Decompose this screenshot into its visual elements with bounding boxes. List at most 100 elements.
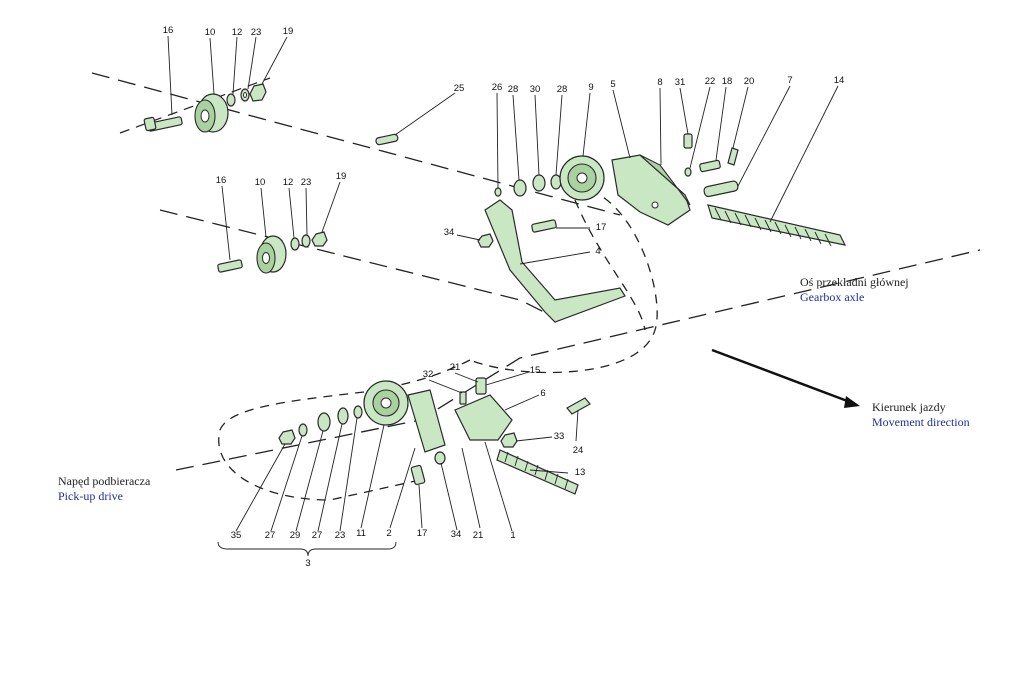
label-28: 28	[508, 84, 519, 95]
label-35: 35	[231, 530, 242, 541]
part-labels-top1: 16 10 12 23 19	[163, 25, 294, 38]
label-32: 32	[423, 369, 434, 380]
label-33: 33	[554, 431, 565, 442]
pin-24	[566, 397, 591, 415]
part-labels-upper: 25 26 28 30 28 9 5 8 31 22 18 20 7 14 34…	[444, 75, 845, 257]
pin-20	[727, 147, 739, 166]
label-8: 8	[657, 77, 662, 88]
label-23: 23	[251, 27, 262, 38]
label-12: 12	[283, 177, 294, 188]
washer-12-mid	[290, 237, 300, 251]
bolt-17-upper	[531, 219, 557, 233]
label-21-lower: 21	[473, 530, 484, 541]
label-20: 20	[744, 76, 755, 87]
label-26: 26	[492, 82, 503, 93]
label-12: 12	[232, 27, 243, 38]
label-3-assembly: 3	[305, 558, 310, 569]
bracket-4	[484, 199, 626, 323]
label-23: 23	[301, 177, 312, 188]
label-27-b: 27	[312, 530, 323, 541]
label-28: 28	[557, 84, 568, 95]
label-16: 16	[163, 25, 174, 36]
movement-direction-arrow	[711, 348, 860, 408]
ring-26	[494, 187, 502, 197]
spring-13	[496, 449, 579, 495]
label-10: 10	[255, 177, 266, 188]
washer-12-top	[226, 93, 236, 107]
caption-movement-direction: Kierunek jazdy Movement direction	[872, 400, 970, 429]
label-7: 7	[787, 75, 792, 86]
label-18: 18	[722, 76, 733, 87]
bolt-31	[683, 133, 693, 149]
top-hub-assembly-2	[217, 231, 328, 274]
washer-23-mid	[301, 234, 311, 248]
label-14: 14	[834, 75, 845, 86]
label-17: 17	[596, 222, 607, 233]
label-6: 6	[540, 388, 545, 399]
bolt-16-mid	[217, 259, 243, 273]
label-27-a: 27	[265, 530, 276, 541]
washer-23-lower	[353, 405, 363, 419]
lower-sprocket-assembly	[278, 377, 591, 495]
label-22: 22	[705, 76, 716, 87]
caption-gearbox-en: Gearbox axle	[800, 290, 864, 304]
nut-19-mid	[311, 231, 328, 247]
label-17-lower: 17	[417, 528, 428, 539]
label-34-lower: 34	[451, 529, 462, 540]
label-31: 31	[675, 77, 686, 88]
bolt-17-lower	[410, 464, 426, 486]
bearing-30	[532, 174, 546, 192]
caption-direction-en: Movement direction	[872, 415, 970, 429]
label-9: 9	[588, 82, 593, 93]
caption-pickup-en: Pick-up drive	[58, 489, 123, 503]
bolt-15	[475, 377, 487, 395]
bolt-32	[459, 391, 467, 405]
caption-pickup-drive: Napęd podbieracza Pick-up drive	[58, 474, 151, 503]
nut-34-upper	[477, 233, 494, 248]
tensioner-1	[454, 394, 513, 441]
caption-gearbox-pl: Oś przekładni głównej	[800, 275, 909, 289]
label-34: 34	[444, 227, 455, 238]
washer-27-b	[337, 407, 349, 425]
label-13: 13	[575, 467, 586, 478]
bearing-29	[317, 412, 331, 432]
upper-sprocket-assembly	[477, 133, 847, 323]
label-25: 25	[454, 83, 465, 94]
label-29: 29	[290, 530, 301, 541]
bearing-28-a	[513, 179, 527, 197]
caption-gearbox-axle: Oś przekładni głównej Gearbox axle	[800, 275, 909, 304]
nut-19-top	[249, 83, 267, 102]
plate-2	[407, 389, 446, 453]
label-1: 1	[510, 530, 515, 541]
top-hub-assembly-1	[143, 83, 267, 133]
label-30: 30	[530, 84, 541, 95]
label-4: 4	[595, 246, 600, 257]
washer-22	[684, 167, 692, 177]
leader-lines	[167, 35, 839, 557]
nut-34-lower	[434, 451, 446, 465]
label-16: 16	[216, 175, 227, 186]
label-15: 15	[530, 365, 541, 376]
label-19: 19	[336, 171, 347, 182]
chain-path	[218, 189, 658, 501]
part-labels-lower: 32 21 15 6 33 24 13 1 21 34 17 2 11 23 2…	[231, 362, 586, 569]
label-23-lower: 23	[335, 530, 346, 541]
label-5: 5	[610, 79, 615, 90]
spring-14	[707, 204, 847, 247]
sleeve-7	[703, 180, 739, 198]
label-21: 21	[450, 362, 461, 373]
caption-direction-pl: Kierunek jazdy	[872, 400, 946, 414]
nut-35	[278, 429, 296, 445]
label-24: 24	[573, 445, 584, 456]
label-2: 2	[386, 528, 391, 539]
washer-27-a	[298, 423, 308, 437]
part-labels-top2: 16 10 12 23 19	[216, 171, 347, 188]
caption-pickup-pl: Napęd podbieracza	[58, 474, 151, 488]
label-19: 19	[283, 26, 294, 37]
label-11: 11	[356, 528, 366, 539]
nut-33	[500, 432, 518, 448]
bolt-18	[699, 159, 721, 173]
label-10: 10	[205, 27, 216, 38]
pin-25	[375, 133, 399, 146]
